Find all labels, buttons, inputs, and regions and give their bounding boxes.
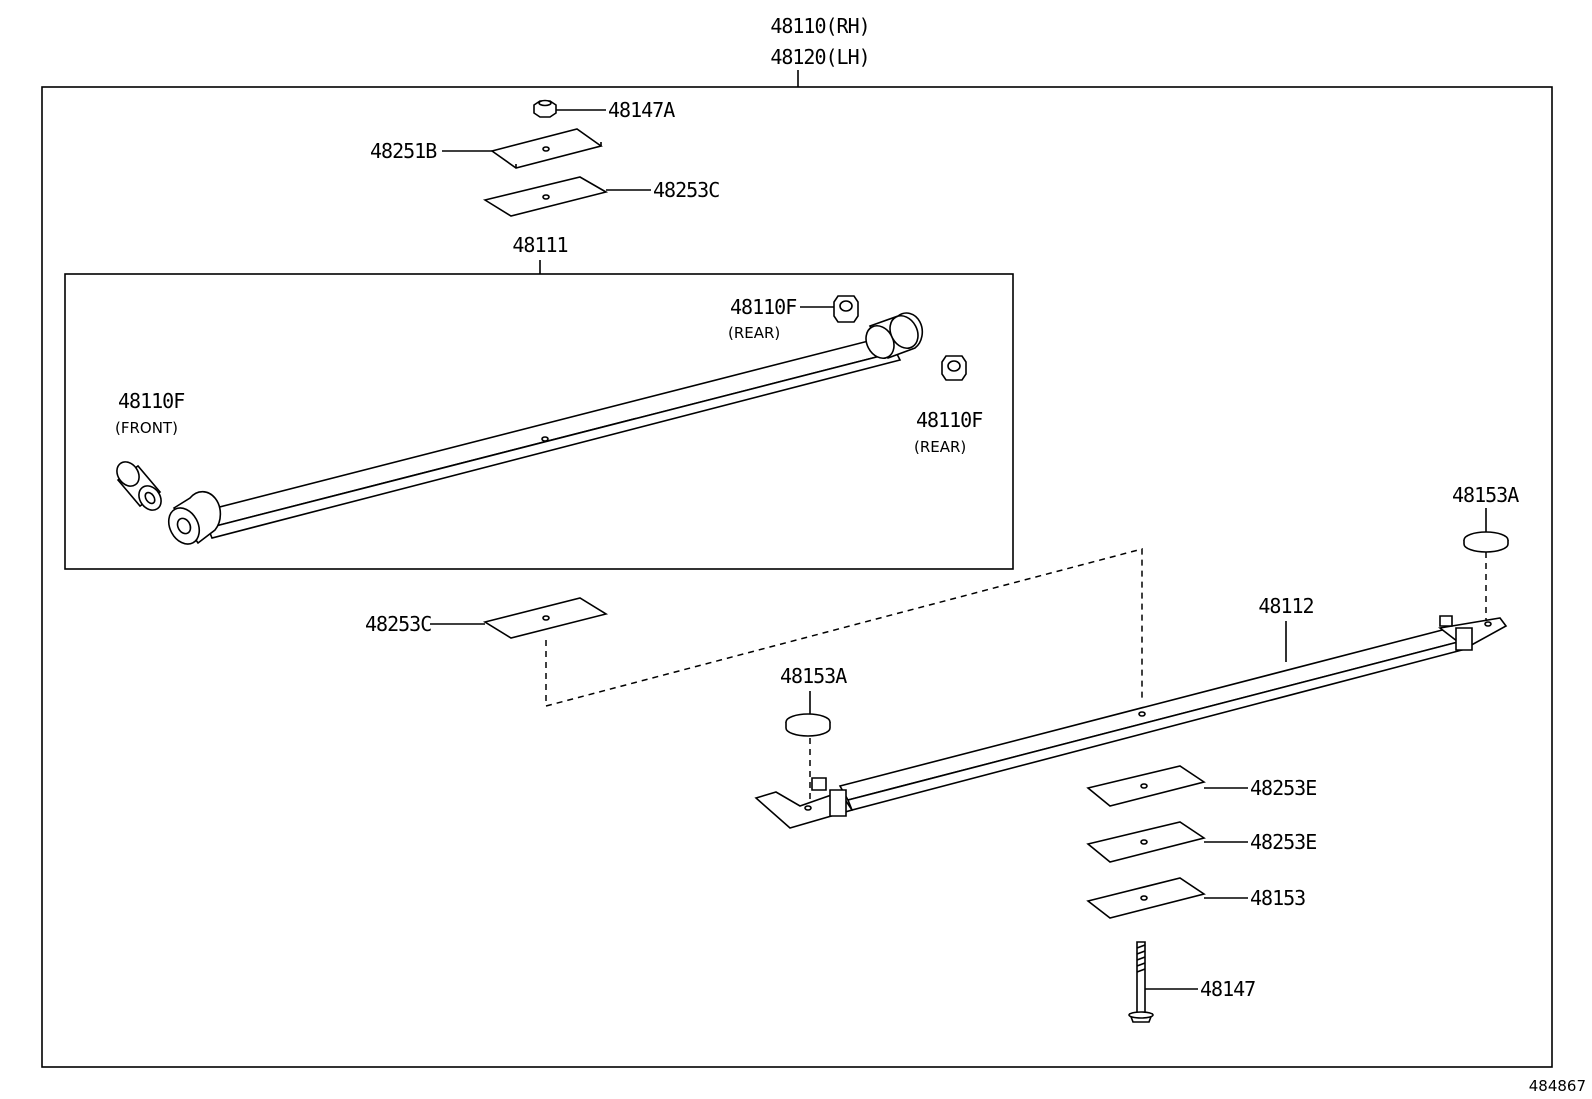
plate-48251b[interactable] xyxy=(490,128,603,169)
bushing-48110f-rear-right[interactable] xyxy=(941,355,967,381)
label-48147a: 48147A xyxy=(608,98,675,122)
label-48110f-rear-right: 48110F xyxy=(916,408,982,432)
liner-48253e-1[interactable] xyxy=(1086,765,1206,807)
note-rear-top: (REAR) xyxy=(728,324,780,342)
note-rear-right: (REAR) xyxy=(914,438,966,456)
bolt-48147[interactable] xyxy=(1128,941,1154,1023)
label-48110f-rear-top: 48110F xyxy=(730,295,796,319)
label-48110-rh: 48110(RH) xyxy=(770,14,869,38)
reference-number: 484867 xyxy=(1529,1077,1586,1095)
label-48153a-right: 48153A xyxy=(1452,483,1519,507)
note-front: (FRONT) xyxy=(115,419,178,437)
assembly-frame xyxy=(41,86,1553,1068)
pad-48153[interactable] xyxy=(1086,877,1206,919)
label-48112: 48112 xyxy=(1258,594,1313,618)
label-48253c-mid: 48253C xyxy=(365,612,431,636)
label-48251b: 48251B xyxy=(370,139,437,163)
leaf-48111[interactable] xyxy=(163,311,924,549)
label-48120-lh: 48120(LH) xyxy=(770,45,869,69)
label-48153a-left: 48153A xyxy=(780,664,847,688)
leaf-48111-box xyxy=(64,273,1014,570)
nut-48147a[interactable] xyxy=(533,99,557,118)
liner-48253c-top[interactable] xyxy=(482,176,609,217)
label-48153: 48153 xyxy=(1250,886,1305,910)
label-48111: 48111 xyxy=(512,233,567,257)
bushing-48110f-rear-top[interactable] xyxy=(833,295,859,323)
label-48253e-1: 48253E xyxy=(1250,776,1316,800)
insulator-48153a-right[interactable] xyxy=(1463,531,1509,553)
label-48253c-top: 48253C xyxy=(653,178,719,202)
label-48253e-2: 48253E xyxy=(1250,830,1316,854)
liner-48253c-mid[interactable] xyxy=(482,597,609,639)
label-48147: 48147 xyxy=(1200,977,1255,1001)
liner-48253e-2[interactable] xyxy=(1086,821,1206,863)
label-48110f-front: 48110F xyxy=(118,389,184,413)
leaf-48112[interactable] xyxy=(754,615,1508,829)
bushing-48110f-front[interactable] xyxy=(112,458,165,515)
insulator-48153a-left[interactable] xyxy=(785,713,831,737)
